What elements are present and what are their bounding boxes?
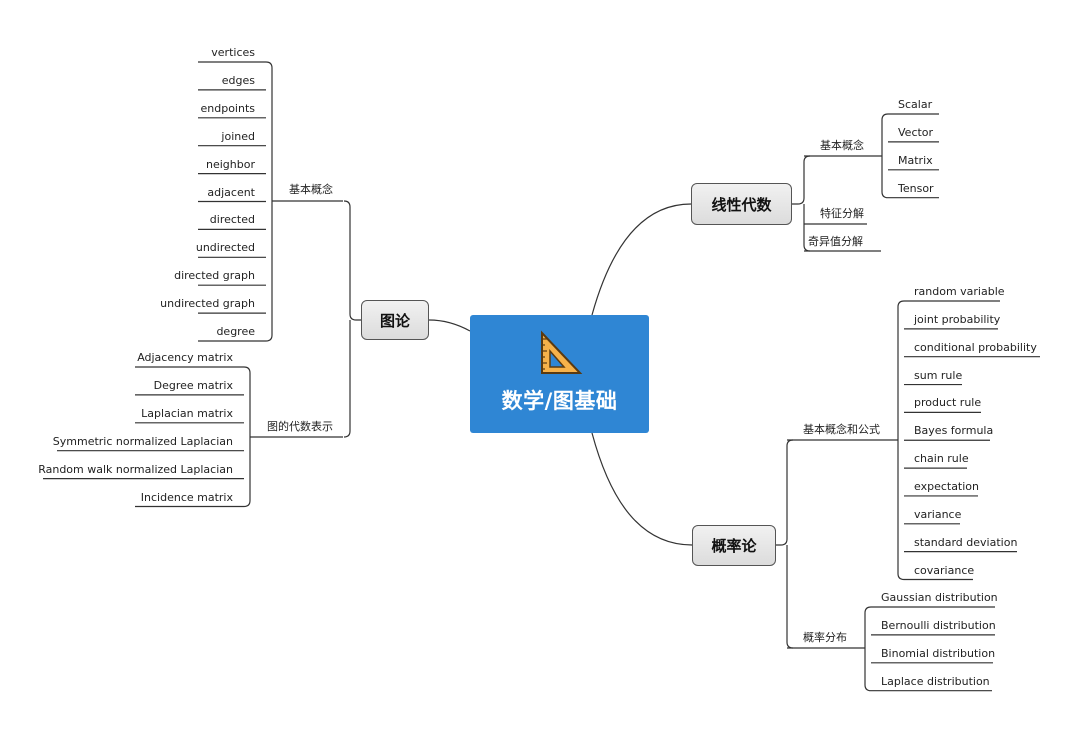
la-basic-item[interactable]: Tensor — [898, 181, 934, 195]
set-square-ruler-icon — [540, 330, 582, 374]
graph-basic-item[interactable]: vertices — [211, 46, 255, 59]
graph-basic-item[interactable]: undirected graph — [160, 297, 255, 311]
prob-basic-label[interactable]: 基本概念和公式 — [803, 423, 880, 436]
prob-basic-item[interactable]: Bayes formula — [914, 424, 994, 438]
prob-dist-label[interactable]: 概率分布 — [803, 631, 847, 644]
graph-basic-item[interactable]: neighbor — [206, 157, 255, 171]
la-basic-item[interactable]: Vector — [898, 125, 934, 139]
prob-dist-item[interactable]: Binomial distribution — [881, 646, 996, 660]
graph-algebraic-item[interactable]: Incidence matrix — [140, 490, 233, 504]
graph-basic-item[interactable]: adjacent — [207, 185, 255, 199]
prob-basic-item[interactable]: variance — [914, 507, 962, 521]
graph-algebraic-item[interactable]: Random walk normalized Laplacian — [38, 462, 233, 476]
prob-basic-item[interactable]: standard deviation — [914, 535, 1018, 549]
prob-dist-item[interactable]: Bernoulli distribution — [881, 618, 996, 632]
central-topic[interactable]: 数学/图基础 — [470, 315, 649, 433]
prob-dist-item[interactable]: Gaussian distribution — [881, 591, 998, 604]
prob-basic-item[interactable]: chain rule — [914, 452, 969, 466]
graph-basic-label[interactable]: 基本概念 — [289, 183, 333, 196]
graph-algebraic-label[interactable]: 图的代数表示 — [267, 420, 333, 433]
graph-basic-item[interactable]: undirected — [195, 241, 255, 255]
la-eigen-label[interactable]: 特征分解 — [820, 207, 864, 220]
graph-basic-item[interactable]: directed — [209, 213, 255, 227]
graph-basic-item[interactable]: joined — [221, 129, 255, 143]
prob-basic-item[interactable]: product rule — [914, 396, 982, 410]
graph-basic-item[interactable]: degree — [216, 325, 255, 338]
prob-basic-item[interactable]: sum rule — [914, 368, 963, 382]
graph-algebraic-item[interactable]: Adjacency matrix — [137, 351, 233, 364]
node-graph-theory[interactable]: 图论 — [361, 300, 429, 340]
graph-basic-item[interactable]: directed graph — [174, 269, 255, 283]
prob-basic-item[interactable]: expectation — [914, 479, 980, 493]
prob-dist-item[interactable]: Laplace distribution — [881, 674, 990, 688]
graph-algebraic-item[interactable]: Symmetric normalized Laplacian — [52, 434, 233, 448]
graph-algebraic-item[interactable]: Degree matrix — [153, 378, 233, 392]
la-basic-label[interactable]: 基本概念 — [820, 139, 864, 152]
graph-algebraic-item[interactable]: Laplacian matrix — [141, 406, 233, 420]
node-probability[interactable]: 概率论 — [692, 525, 776, 566]
la-svd-label[interactable]: 奇异值分解 — [808, 235, 863, 248]
prob-basic-item[interactable]: conditional probability — [914, 340, 1037, 354]
prob-basic-item[interactable]: joint probability — [914, 312, 1001, 326]
graph-basic-item[interactable]: edges — [221, 73, 255, 87]
graph-basic-item[interactable]: endpoints — [200, 101, 255, 115]
la-basic-item[interactable]: Matrix — [898, 153, 933, 167]
la-basic-item[interactable]: Scalar — [898, 98, 933, 111]
node-linear-algebra[interactable]: 线性代数 — [691, 183, 792, 225]
central-topic-title: 数学/图基础 — [501, 389, 618, 413]
prob-basic-item[interactable]: covariance — [914, 563, 975, 577]
prob-basic-item[interactable]: random variable — [914, 285, 1005, 298]
